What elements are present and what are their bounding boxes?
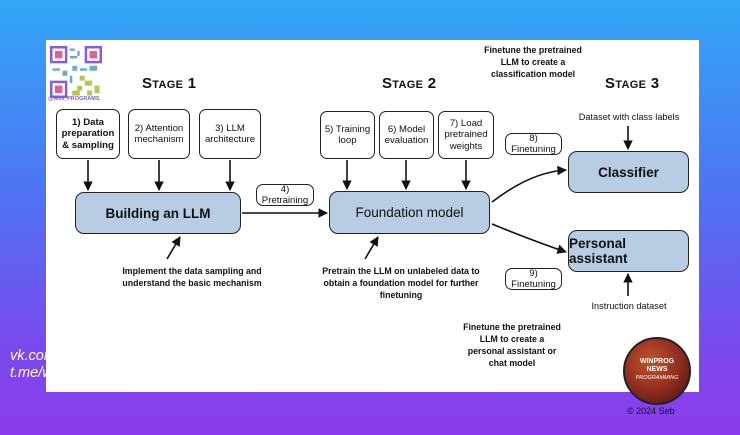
arrow-foundation-to-classifier: [491, 165, 567, 203]
foundation-model-box: Foundation model: [329, 191, 490, 234]
finetuning-9-edge-label: 9) Finetuning: [505, 268, 562, 290]
stage-1-note: Implement the data sampling and understa…: [122, 266, 262, 288]
arrow-note2-to-foundation: [364, 236, 379, 260]
building-llm-box: Building an LLM: [75, 192, 241, 234]
step-load-pretrained-weights: 7) Load pretrained weights: [438, 111, 494, 159]
finetuning-8-edge-label: 8) Finetuning: [505, 133, 562, 155]
stage-2-note: Pretrain the LLM on unlabeled data to ob…: [322, 266, 480, 300]
flow-arrows: [83, 126, 633, 296]
badge-line-3: PROGRAMMING: [635, 375, 679, 381]
winprog-badge-logo: WINPROG NEWS PROGRAMMING: [623, 337, 691, 405]
stage-3-heading: Stage 3: [605, 75, 660, 92]
qr-handle-label: @WIN_PROGRAMS: [48, 96, 100, 102]
step-attention-mechanism: 2) Attention mechanism: [128, 109, 190, 159]
class-labels-dataset-label: Dataset with class labels: [578, 112, 680, 122]
copyright-text: © 2024 Seb: [627, 406, 675, 416]
personal-assistant-box: Personal assistant: [568, 230, 689, 272]
pretraining-edge-label: 4) Pretraining: [256, 184, 314, 206]
step-llm-architecture: 3) LLM architecture: [199, 109, 261, 159]
watermark-line-2: t.me/win_programs: [10, 365, 134, 381]
stage-2-heading: Stage 2: [382, 75, 437, 92]
watermark-line-1: vk.com/win_prog: [10, 348, 119, 364]
instruction-dataset-label: Instruction dataset: [591, 301, 667, 311]
arrow-foundation-to-assistant: [491, 223, 567, 254]
qr-code-icon: [50, 46, 102, 98]
classification-finetune-note: Finetune the pretrained LLM to create a …: [484, 45, 582, 79]
classifier-box: Classifier: [568, 151, 689, 193]
watermark-text: vk.com/win_prog t.me/win_programs: [10, 348, 133, 382]
stage-1-heading: Stage 1: [142, 75, 197, 92]
arrow-note1-to-build: [166, 236, 181, 260]
badge-line-2: NEWS: [646, 366, 668, 373]
assistant-finetune-note: Finetune the pretrained LLM to create a …: [463, 322, 561, 368]
step-data-preparation: 1) Data preparation & sampling: [56, 109, 120, 159]
step-model-evaluation: 6) Model evaluation: [379, 111, 434, 159]
badge-line-1: WINPROG: [639, 358, 675, 365]
step-training-loop: 5) Training loop: [320, 111, 375, 159]
diagram-card: @WIN_PROGRAMS Stage 1 Stage 2 Stage 3 1)…: [46, 40, 699, 416]
